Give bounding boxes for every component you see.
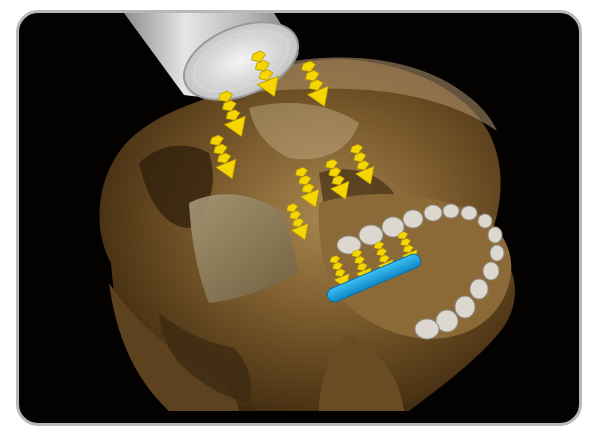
- skull-render: [99, 57, 515, 411]
- xray-illustration: [19, 13, 579, 423]
- figure-frame: [16, 10, 582, 426]
